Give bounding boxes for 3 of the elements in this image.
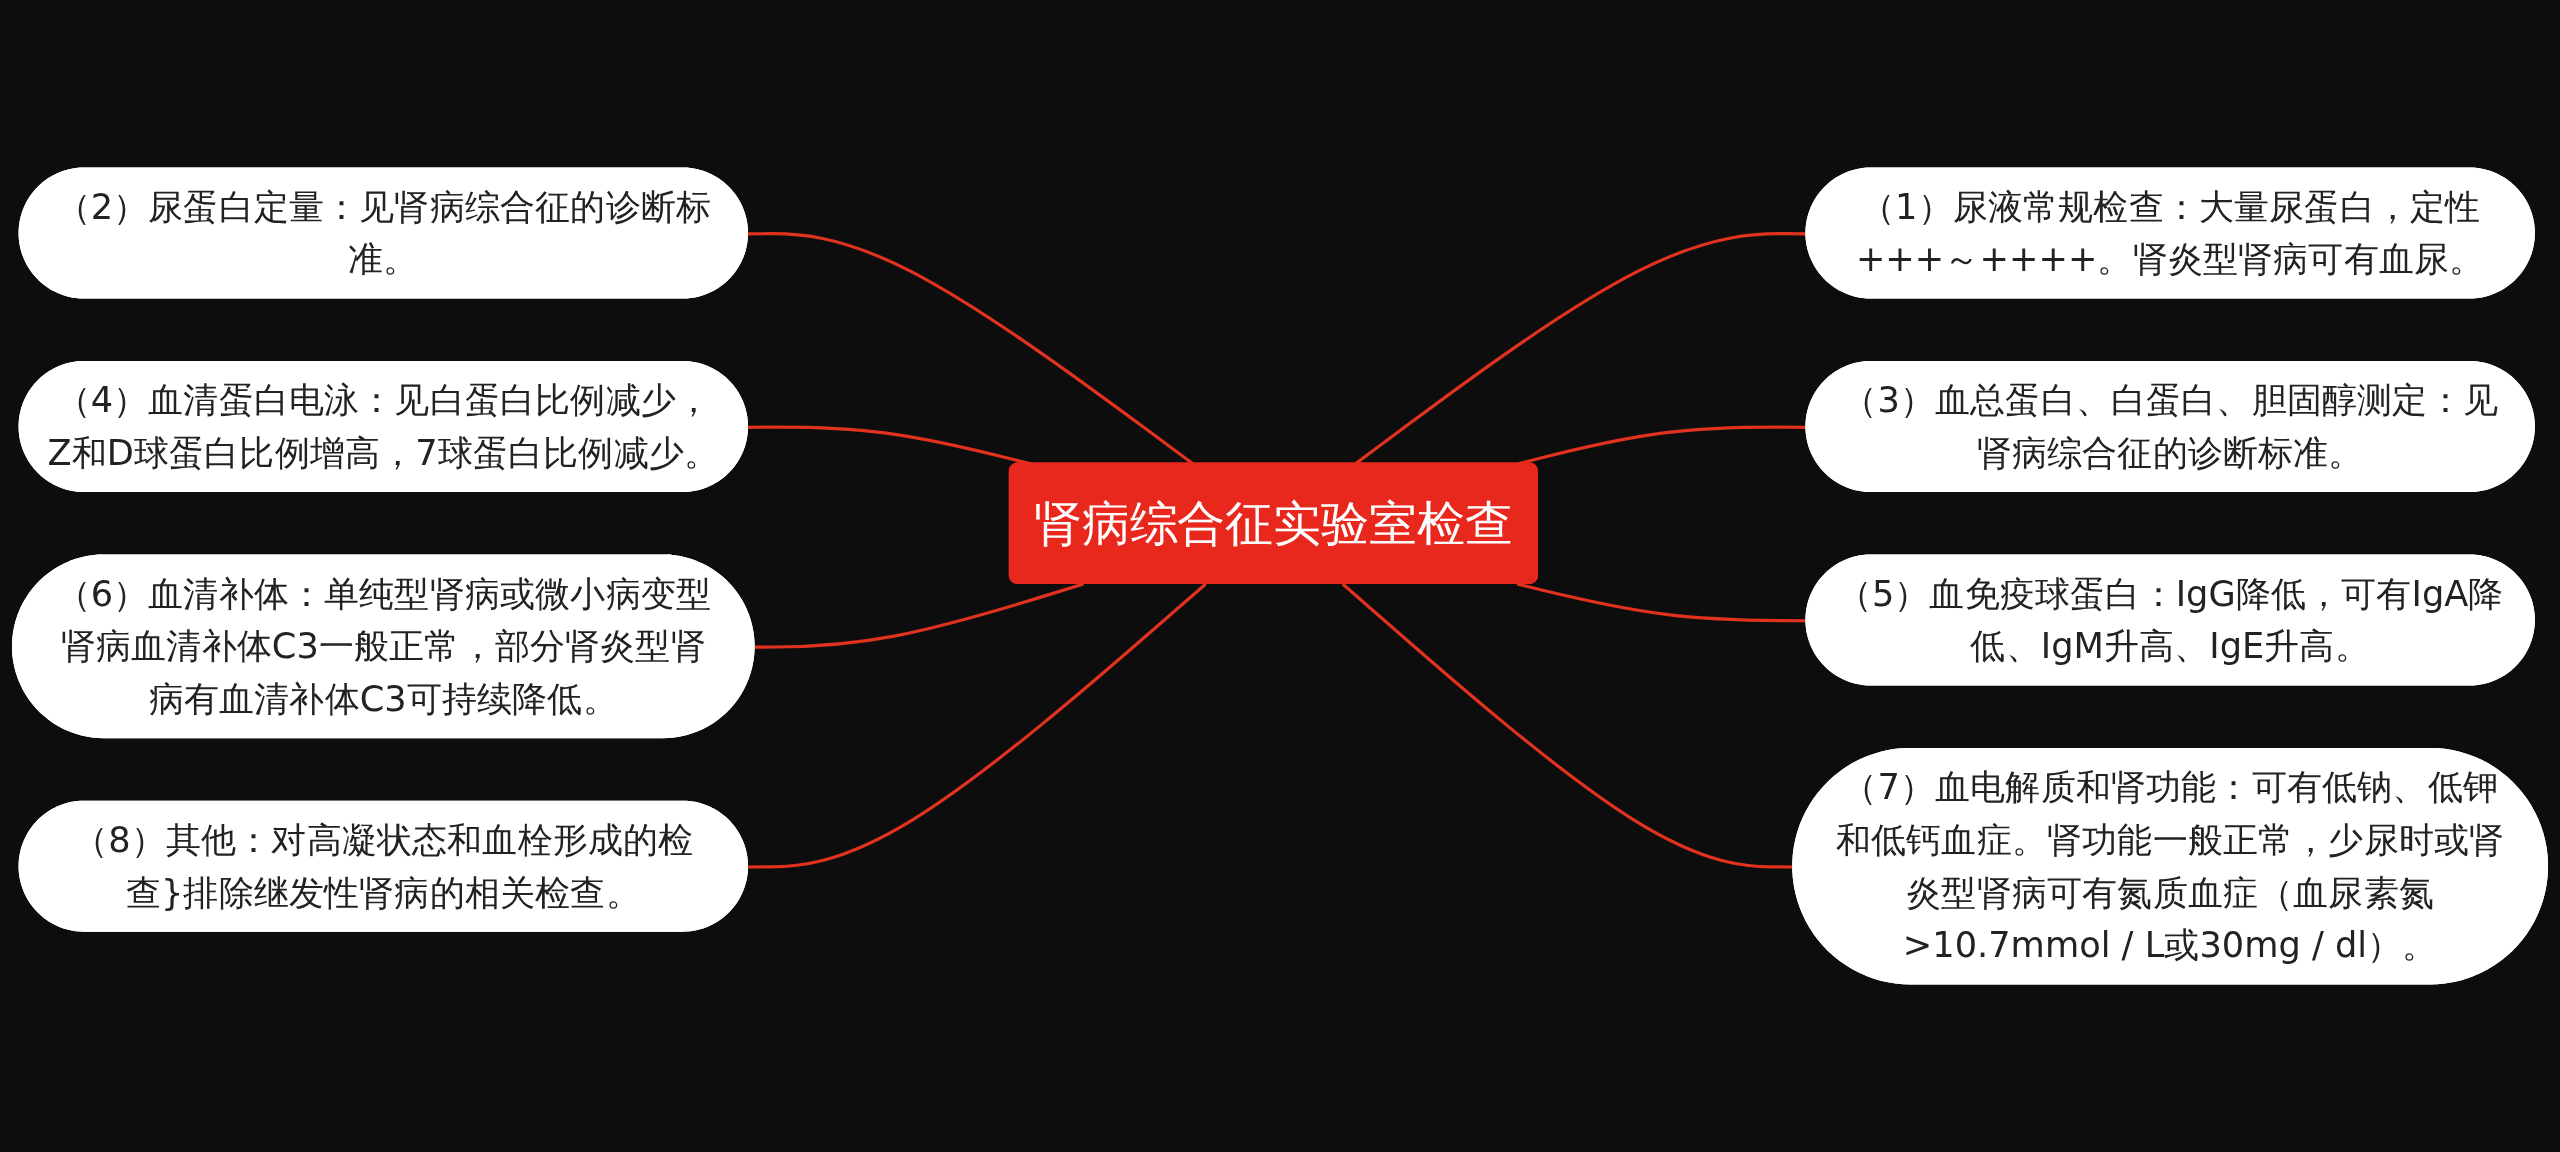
connector <box>754 582 1084 649</box>
connector <box>748 582 1207 869</box>
connector <box>1341 582 1794 869</box>
